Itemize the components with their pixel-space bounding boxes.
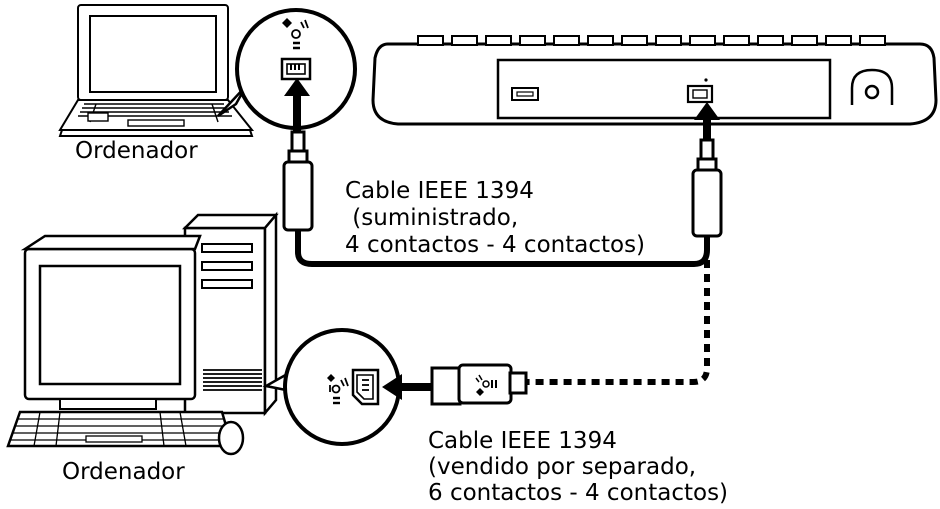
ieee1394-4pin-port-icon <box>280 57 312 81</box>
cable-supplied-label-line: Cable IEEE 1394 <box>345 178 534 204</box>
device-rear-panel-icon <box>371 35 938 126</box>
desktop-label: Ordenador <box>62 459 185 485</box>
laptop-label: Ordenador <box>75 138 198 164</box>
cable-sold-separately-label-line: Cable IEEE 1394 <box>428 428 617 454</box>
ieee1394-symbol-icon <box>327 374 349 405</box>
cable-sold-separately-label-line: (vendido por separado, <box>428 454 697 480</box>
connection-arrow-icon <box>694 102 720 141</box>
laptop-port-callout <box>235 8 357 132</box>
ieee1394-symbol-icon <box>475 374 497 396</box>
cable-supplied-label-line: (suministrado, <box>345 205 519 231</box>
ieee1394-symbol-icon <box>282 18 309 50</box>
cable-plug-4pin-right <box>691 138 723 238</box>
cable-supplied <box>295 230 710 267</box>
desktop-computer-icon <box>6 211 279 456</box>
cable-plug-4pin-left <box>282 130 314 232</box>
cable-sold-separately-label-line: 6 contactos - 4 contactos) <box>428 480 729 506</box>
cable-sold-separately <box>525 260 710 385</box>
connection-arrow-icon <box>284 78 310 132</box>
desktop-port-callout <box>283 328 401 446</box>
laptop-icon <box>58 4 255 137</box>
cable-supplied-label-line: 4 contactos - 4 contactos) <box>345 232 646 258</box>
cable-plug-6pin <box>430 363 528 406</box>
ieee1394-6pin-port-icon <box>351 368 380 406</box>
connection-arrow-icon <box>382 374 432 400</box>
